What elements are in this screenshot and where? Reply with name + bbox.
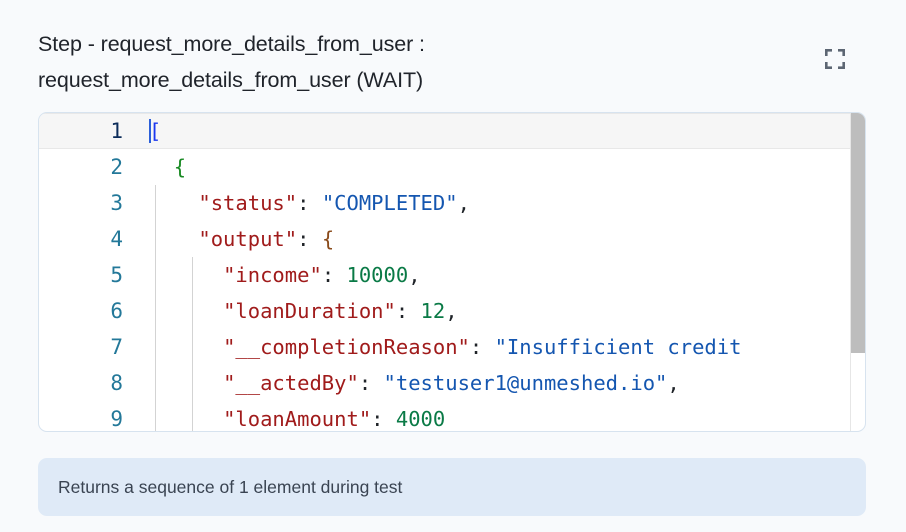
indent-guide [192, 293, 193, 329]
code-token: "loanAmount" [223, 407, 372, 431]
indent-guide [192, 329, 193, 365]
code-token [149, 299, 223, 323]
indent-guide [192, 365, 193, 401]
code-line-content[interactable]: "income": 10000, [147, 257, 865, 293]
vertical-scrollbar-thumb[interactable] [851, 113, 865, 353]
code-line[interactable]: 6 "loanDuration": 12, [39, 293, 865, 329]
line-number: 6 [110, 299, 123, 323]
indent-guide [155, 257, 156, 293]
code-token [149, 227, 198, 251]
indent-guide [155, 401, 156, 431]
vertical-scrollbar[interactable] [851, 113, 865, 431]
test-info-text: Returns a sequence of 1 element during t… [58, 476, 403, 497]
code-token: "income" [223, 263, 322, 287]
code-token: , [667, 371, 680, 395]
page-title: Step - request_more_details_from_user : … [38, 32, 431, 92]
code-line[interactable]: 4 "output": { [39, 221, 865, 257]
code-line[interactable]: 1[ [39, 113, 865, 149]
indent-guide [155, 293, 156, 329]
line-number: 4 [110, 227, 123, 251]
indent-guide [192, 257, 193, 293]
code-line-content[interactable]: "loanAmount": 4000 [147, 401, 865, 431]
indent-guide [155, 329, 156, 365]
code-line-content[interactable]: { [147, 149, 865, 185]
fullscreen-expand-icon[interactable] [818, 42, 852, 76]
line-number: 9 [110, 407, 123, 431]
code-token: "COMPLETED" [321, 191, 458, 215]
line-number: 8 [110, 371, 123, 395]
indent-guide [192, 401, 193, 431]
code-token: "output" [198, 227, 298, 251]
code-line-content[interactable]: [ [147, 113, 865, 149]
code-line-content[interactable]: "__completionReason": "Insufficient cred… [147, 329, 865, 365]
indent-guide [155, 185, 156, 221]
code-token: "__completionReason" [223, 335, 470, 359]
code-token: : [371, 407, 396, 431]
code-line[interactable]: 7 "__completionReason": "Insufficient cr… [39, 329, 865, 365]
code-token: 4000 [395, 407, 446, 431]
code-token [149, 155, 174, 179]
code-line-content[interactable]: "output": { [147, 221, 865, 257]
indent-guide [155, 365, 156, 401]
code-line-content[interactable]: "__actedBy": "testuser1@unmeshed.io", [147, 365, 865, 401]
code-token: : [358, 371, 384, 395]
code-token [149, 407, 223, 431]
code-line[interactable]: 2 { [39, 149, 865, 185]
code-token: : [297, 191, 322, 215]
code-token: 10000 [346, 263, 409, 287]
code-line-content[interactable]: "loanDuration": 12, [147, 293, 865, 329]
code-token: "__actedBy" [223, 371, 359, 395]
line-number: 5 [110, 263, 123, 287]
code-line[interactable]: 8 "__actedBy": "testuser1@unmeshed.io", [39, 365, 865, 401]
code-token [149, 263, 223, 287]
code-line-content[interactable]: "status": "COMPLETED", [147, 185, 865, 221]
code-token: : [395, 299, 421, 323]
code-token: : [321, 263, 347, 287]
line-number: 1 [110, 119, 123, 143]
indent-guide [155, 221, 156, 257]
test-info-banner: Returns a sequence of 1 element during t… [38, 458, 866, 516]
code-token: "testuser1@unmeshed.io" [383, 371, 668, 395]
text-cursor [149, 119, 151, 143]
code-token: , [457, 191, 470, 215]
code-line[interactable]: 9 "loanAmount": 4000 [39, 401, 865, 431]
code-token [149, 335, 223, 359]
line-number: 2 [110, 155, 123, 179]
code-line[interactable]: 3 "status": "COMPLETED", [39, 185, 865, 221]
code-token: [ [149, 119, 162, 143]
scrollbar-track-divider [850, 113, 851, 431]
code-token: "Insufficient credit [494, 335, 742, 359]
code-token: { [173, 155, 187, 179]
code-token: : [469, 335, 495, 359]
panel-header: Step - request_more_details_from_user : … [38, 26, 838, 98]
code-token: { [321, 227, 335, 251]
line-number: 3 [110, 191, 123, 215]
code-lines-container[interactable]: 1[2 {3 "status": "COMPLETED",4 "output":… [39, 113, 865, 431]
code-token [149, 191, 198, 215]
code-line[interactable]: 5 "income": 10000, [39, 257, 865, 293]
line-number: 7 [110, 335, 123, 359]
code-token: "status" [198, 191, 298, 215]
code-token: "loanDuration" [223, 299, 396, 323]
json-code-viewer[interactable]: 1[2 {3 "status": "COMPLETED",4 "output":… [38, 112, 866, 432]
code-token: : [297, 227, 322, 251]
code-token [149, 371, 223, 395]
code-token: 12 [420, 299, 446, 323]
code-token: , [445, 299, 458, 323]
code-token: , [408, 263, 421, 287]
